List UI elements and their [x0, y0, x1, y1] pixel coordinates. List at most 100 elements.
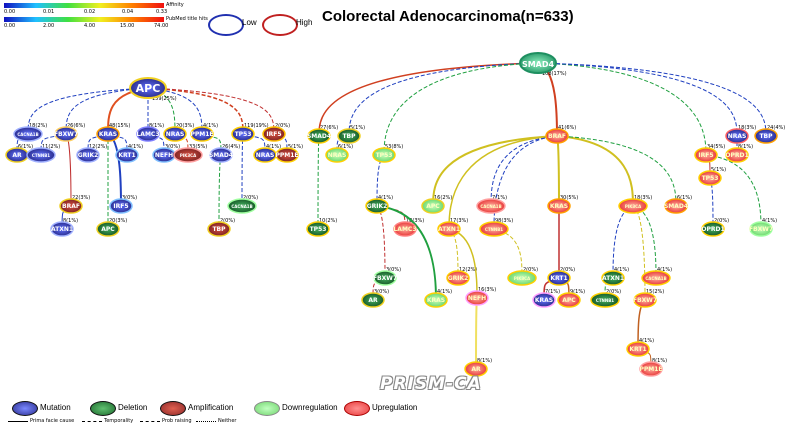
node-label: FBXW7 — [749, 226, 773, 233]
edge-label: 4(1%) — [657, 267, 672, 273]
edge-legend-label: Neither — [218, 418, 237, 424]
node-smad4b: SMAD4 — [209, 147, 233, 163]
edge-label: 6(1%) — [18, 144, 33, 150]
pubmed-label: PubMed title hits — [166, 16, 208, 22]
affinity-tick: 0.33 — [156, 9, 168, 15]
edge-fbxw7a-braf1 — [65, 133, 72, 207]
node-pik3caa: PIK3CA — [173, 147, 203, 163]
node-tp53c: TP53 — [306, 221, 330, 237]
node-pik3cac: PIK3CA — [507, 270, 537, 286]
edge-kras1-irf5b — [107, 133, 122, 207]
node-fbxw7a: FBXW7 — [54, 126, 78, 142]
edge-label: 18(3%) — [634, 195, 652, 201]
edge-label: 3(0%) — [386, 267, 401, 273]
edge-label: 5(1%) — [350, 125, 365, 131]
node-label: CTNNB1 — [485, 227, 503, 232]
edge-label: 27(6%) — [320, 125, 338, 131]
node-label: LAMC3 — [393, 226, 416, 233]
node-ar2: AR — [361, 292, 385, 308]
node-smad4: SMAD4 — [519, 52, 557, 74]
edge-atxn1b-nefhb — [448, 228, 478, 299]
node-label: KRAS — [427, 297, 445, 304]
edge-smad4-tbp2 — [348, 62, 539, 137]
edge-label: 119(19%) — [244, 123, 269, 129]
edge-braf2-cacnc — [490, 135, 558, 207]
node-nras1: NRAS — [163, 126, 187, 142]
edge-braf2-ctnnb1b — [493, 135, 558, 230]
pubmed-tick: 4.00 — [84, 23, 96, 29]
edge-legend-label: Prima facie cause — [30, 418, 75, 424]
edge-label: 18(2%) — [29, 123, 47, 129]
deletion-legend-label: Deletion — [118, 403, 148, 412]
edge-label: 18(3%) — [406, 218, 424, 224]
upregulation-legend-label: Upregulation — [372, 403, 418, 412]
node-label: PPM1E — [639, 366, 662, 373]
edge-label: 24(4%) — [767, 125, 785, 131]
node-label: ATXN1 — [438, 226, 460, 233]
edge-label: 16(2%) — [434, 195, 452, 201]
node-lamc3a: LAMC3 — [136, 126, 160, 142]
low-oval — [208, 14, 244, 36]
edge-smad4-smad4c — [318, 62, 539, 137]
edge-label: 4(1%) — [128, 144, 143, 150]
node-label: OPRD1 — [725, 152, 748, 159]
node-grik2a: GRIK2 — [76, 147, 100, 163]
node-label: BRAF — [548, 133, 566, 140]
node-tp53d: TP53 — [698, 170, 722, 186]
edge-smad4-tp53b — [383, 62, 539, 156]
edge-label: 15(2%) — [646, 289, 664, 295]
node-apc3: APC — [421, 198, 445, 214]
node-label: NRAS — [328, 152, 347, 159]
edge-label: 7(1%) — [492, 195, 507, 201]
edge-label: 12(2%) — [459, 267, 477, 273]
edge-label: 48(15%) — [109, 123, 130, 129]
node-ppm1e3: PPM1E — [639, 361, 663, 377]
edge-label: 10(2%) — [319, 218, 337, 224]
node-label: APC — [136, 82, 161, 95]
edge-label: 4(1%) — [639, 338, 654, 344]
edge-label: 8(1%) — [63, 218, 78, 224]
edge-irf5c-fbxw7b — [705, 154, 762, 230]
node-smad4d: SMAD4 — [664, 198, 688, 214]
pubmed-tick: 2.00 — [43, 23, 55, 29]
high-label: High — [296, 18, 313, 27]
edge-grik2b-kras3 — [376, 205, 437, 301]
node-label: APC — [426, 203, 440, 210]
edge-label: 6(1%) — [338, 144, 353, 150]
edge-label: 4(1%) — [378, 195, 393, 201]
node-lamc3b: LAMC3 — [393, 221, 417, 237]
node-smad4c: SMAD4 — [307, 128, 331, 144]
node-cacnd: CACNA1B — [641, 270, 671, 286]
node-label: IRF5 — [266, 131, 281, 138]
edge-label: 3(0%) — [165, 144, 180, 150]
edge-label: 3(0%) — [374, 289, 389, 295]
node-irf5c: IRF5 — [694, 147, 718, 163]
edge-legend-label: Temporality — [104, 418, 134, 424]
mutation-legend-oval — [12, 401, 38, 416]
edge-label: 17(3%) — [450, 218, 468, 224]
edge-label: 22(3%) — [72, 195, 90, 201]
node-label: FBXW7 — [633, 297, 657, 304]
node-nras2: NRAS — [253, 147, 277, 163]
affinity-gradient-bar — [4, 3, 164, 8]
downregulation-legend-label: Downregulation — [282, 403, 338, 412]
edge-label: 2(0%) — [714, 218, 729, 224]
node-label: FBXW7 — [54, 131, 78, 138]
node-label: CACNA1B — [231, 204, 252, 209]
node-label: KRT1 — [118, 152, 135, 159]
node-label: KRAS — [550, 203, 568, 210]
edge-label: 33(5%) — [189, 144, 207, 150]
node-cacnb: CACNA1B — [227, 198, 257, 214]
edge-pik3cab-fbxw7d — [632, 205, 646, 301]
edge-label: 4(1%) — [614, 267, 629, 273]
edge-label: 30(5%) — [560, 195, 578, 201]
node-label: PIK3CA — [625, 204, 642, 209]
edge-label: 8(1%) — [149, 123, 164, 129]
high-oval — [262, 14, 298, 36]
node-ctnnb1a: CTNNB1 — [26, 147, 56, 163]
node-label: GRIK2 — [78, 152, 99, 159]
node-label: CTNNB1 — [32, 153, 50, 158]
edge-label: 2(0%) — [220, 218, 235, 224]
node-nefhb: NEFH — [465, 290, 489, 306]
node-label: TP53 — [376, 152, 393, 159]
